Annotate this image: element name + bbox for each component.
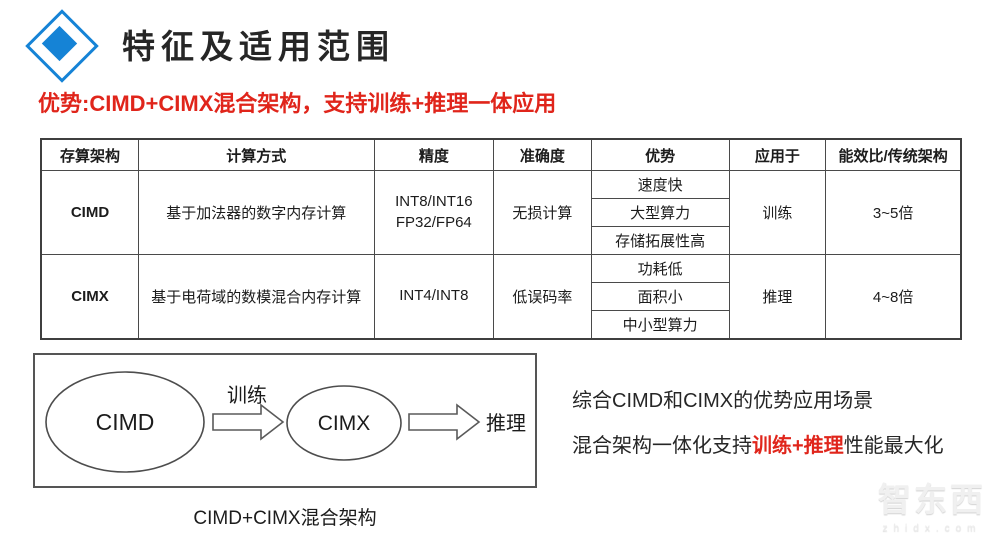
cell-cimx-efficiency: 4~8倍 [825,254,962,340]
page-title: 特征及适用范围 [122,28,395,65]
col-header-advantages: 优势 [590,138,730,171]
cell-cimx-accuracy: 低误码率 [493,254,592,340]
cimd-precision-line1: INT8/INT16 [395,193,473,211]
cimx-precision-line1: INT4/INT8 [399,287,469,305]
col-header-efficiency: 能效比/传统架构 [825,138,962,171]
col-header-arch: 存算架构 [40,138,140,171]
diamond-icon [24,8,99,83]
cell-cimd-efficiency: 3~5倍 [825,170,962,255]
cell-cimd-precision: INT8/INT16 FP32/FP64 [373,170,495,255]
table-row-cimd-sub2: 大型算力 [41,198,961,227]
table-row-cimx: CIMX 基于电荷域的数模混合内存计算 INT4/INT8 低误码率 功耗低 推… [40,254,962,340]
cimx-ellipse-label: CIMX [318,412,371,435]
col-header-applied: 应用于 [728,138,827,171]
watermark-brand: 智东西 [878,481,986,518]
note-line2: 混合架构一体化支持训练+推理性能最大化 [572,429,944,458]
flow-diagram-svg: CIMD 训练 CIMX 推理 [45,371,526,473]
subtitle-advantage-line: 优势:CIMD+CIMX混合架构，支持训练+推理一体应用 [38,91,557,116]
arrow1-icon [212,403,285,441]
note-line1: 综合CIMD和CIMX的优势应用场景 [572,390,874,412]
arrow2-icon [408,403,481,441]
cell-cimd-accuracy: 无损计算 [493,170,592,255]
watermark: 智东西 zhidx.com [878,473,986,534]
diagram-end-label: 推理 [486,412,526,435]
cell-cimd-advantage-3: 存储拓展性高 [590,226,730,255]
cell-cimd-arch: CIMD [40,170,140,255]
col-header-accuracy: 准确度 [493,138,592,171]
cimx-ellipse [286,385,402,461]
table-row-cimx-sub3: 中小型算力 [41,310,961,340]
cimd-ellipse [45,371,205,473]
arrow1-label: 训练 [227,384,267,407]
cell-cimd-advantage-2: 大型算力 [590,198,730,227]
watermark-domain: zhidx.com [882,523,982,534]
cell-cimx-advantage-2: 面积小 [590,282,730,311]
cell-cimd-advantage-1: 速度快 [590,170,730,199]
col-header-method: 计算方式 [138,138,375,171]
title-row: 特征及适用范围 [24,8,395,83]
cell-cimx-applied: 推理 [728,254,827,340]
flow-diagram-box: CIMD 训练 CIMX 推理 [33,353,537,488]
architecture-comparison-table: 存算架构 计算方式 精度 准确度 优势 应用于 能效比/传统架构 CIMD 基于… [40,138,962,340]
cell-cimx-advantage-1: 功耗低 [590,254,730,283]
note-line2-prefix: 混合架构一体化支持 [572,435,752,457]
cell-cimd-applied: 训练 [728,170,827,255]
table-header-row: 存算架构 计算方式 精度 准确度 优势 应用于 能效比/传统架构 [40,138,962,171]
table-row-cimd: CIMD 基于加法器的数字内存计算 INT8/INT16 FP32/FP64 无… [40,170,962,255]
diagram-caption: CIMD+CIMX混合架构 [193,508,377,529]
cell-cimx-method: 基于电荷域的数模混合内存计算 [138,254,375,340]
table-row-cimx-sub2: 面积小 [41,282,961,311]
table-row-cimd-sub3: 存储拓展性高 [41,226,961,255]
cimd-precision-line2: FP32/FP64 [395,213,472,231]
cell-cimx-advantage-3: 中小型算力 [590,310,730,340]
note-line2-highlight: 训练+推理 [752,435,844,457]
cell-cimd-method: 基于加法器的数字内存计算 [138,170,375,255]
note-line2-suffix: 性能最大化 [843,435,944,457]
cell-cimx-precision: INT4/INT8 [373,254,495,340]
cimd-ellipse-label: CIMD [96,409,155,435]
cell-cimx-arch: CIMX [40,254,140,340]
col-header-precision: 精度 [373,138,495,171]
